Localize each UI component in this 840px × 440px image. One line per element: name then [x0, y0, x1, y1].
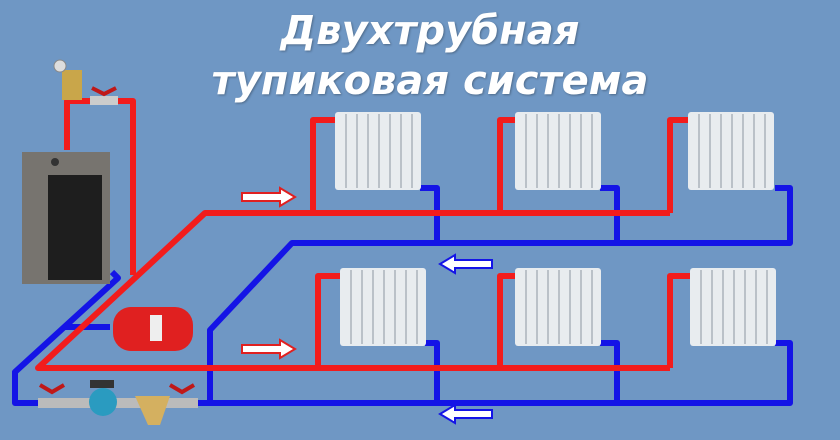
- expansion-tank: [113, 307, 193, 351]
- radiator: [339, 267, 427, 347]
- arrow-left-icon: [438, 403, 493, 425]
- arrow-right-icon: [241, 338, 297, 360]
- radiator: [334, 111, 422, 191]
- filter: [135, 396, 170, 425]
- flow-arrows: [241, 186, 493, 425]
- arrow-left-icon: [438, 253, 493, 275]
- title-line-2: тупиковая система: [211, 58, 649, 104]
- boiler: [22, 152, 110, 284]
- radiator: [689, 267, 777, 347]
- radiator: [514, 267, 602, 347]
- radiator: [514, 111, 602, 191]
- title-line-1: Двухтрубная: [280, 8, 580, 54]
- return-pipes: [12, 185, 793, 406]
- safety-group: [53, 59, 118, 105]
- pump: [89, 388, 117, 416]
- radiator: [687, 111, 775, 191]
- arrow-right-icon: [241, 186, 297, 208]
- pump-group: [38, 380, 198, 425]
